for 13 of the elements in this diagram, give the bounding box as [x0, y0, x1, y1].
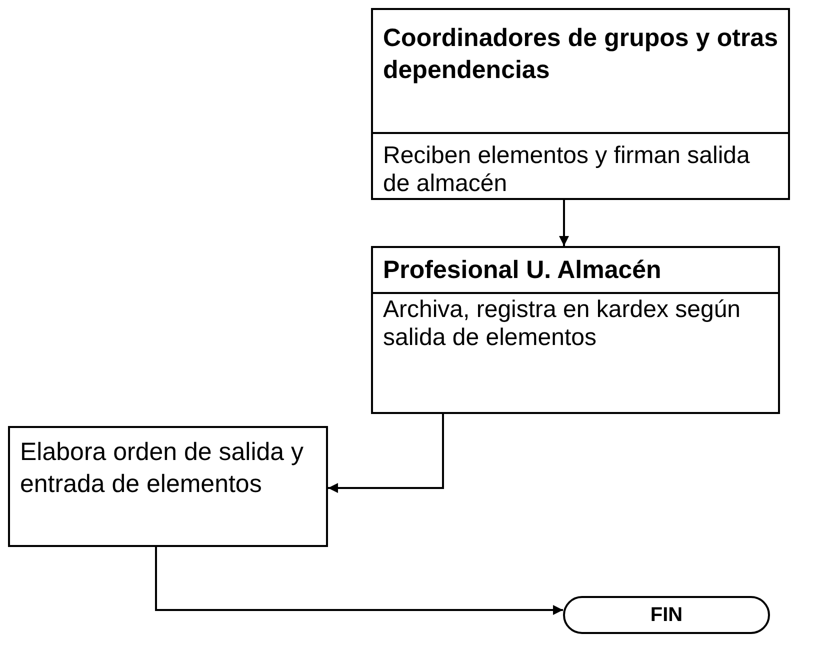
arrow [328, 414, 444, 493]
box-heading: Profesional U. Almacén [382, 255, 662, 286]
box-text: Elabora orden de salida y entrada de elementos [19, 437, 305, 500]
box-text: Reciben elementos y firman salida de almacén [373, 132, 788, 204]
terminal-shape [563, 596, 770, 634]
arrow [155, 547, 563, 615]
process-box [371, 8, 790, 200]
arrow [559, 200, 569, 246]
process-box [8, 426, 328, 547]
box-text: Archiva, registra en kardex según salida de elementos [373, 292, 778, 358]
terminal-label: FIN [650, 604, 683, 626]
box-heading: Coordinadores de grupos y otras dependencias [382, 23, 779, 86]
process-box [371, 246, 780, 414]
